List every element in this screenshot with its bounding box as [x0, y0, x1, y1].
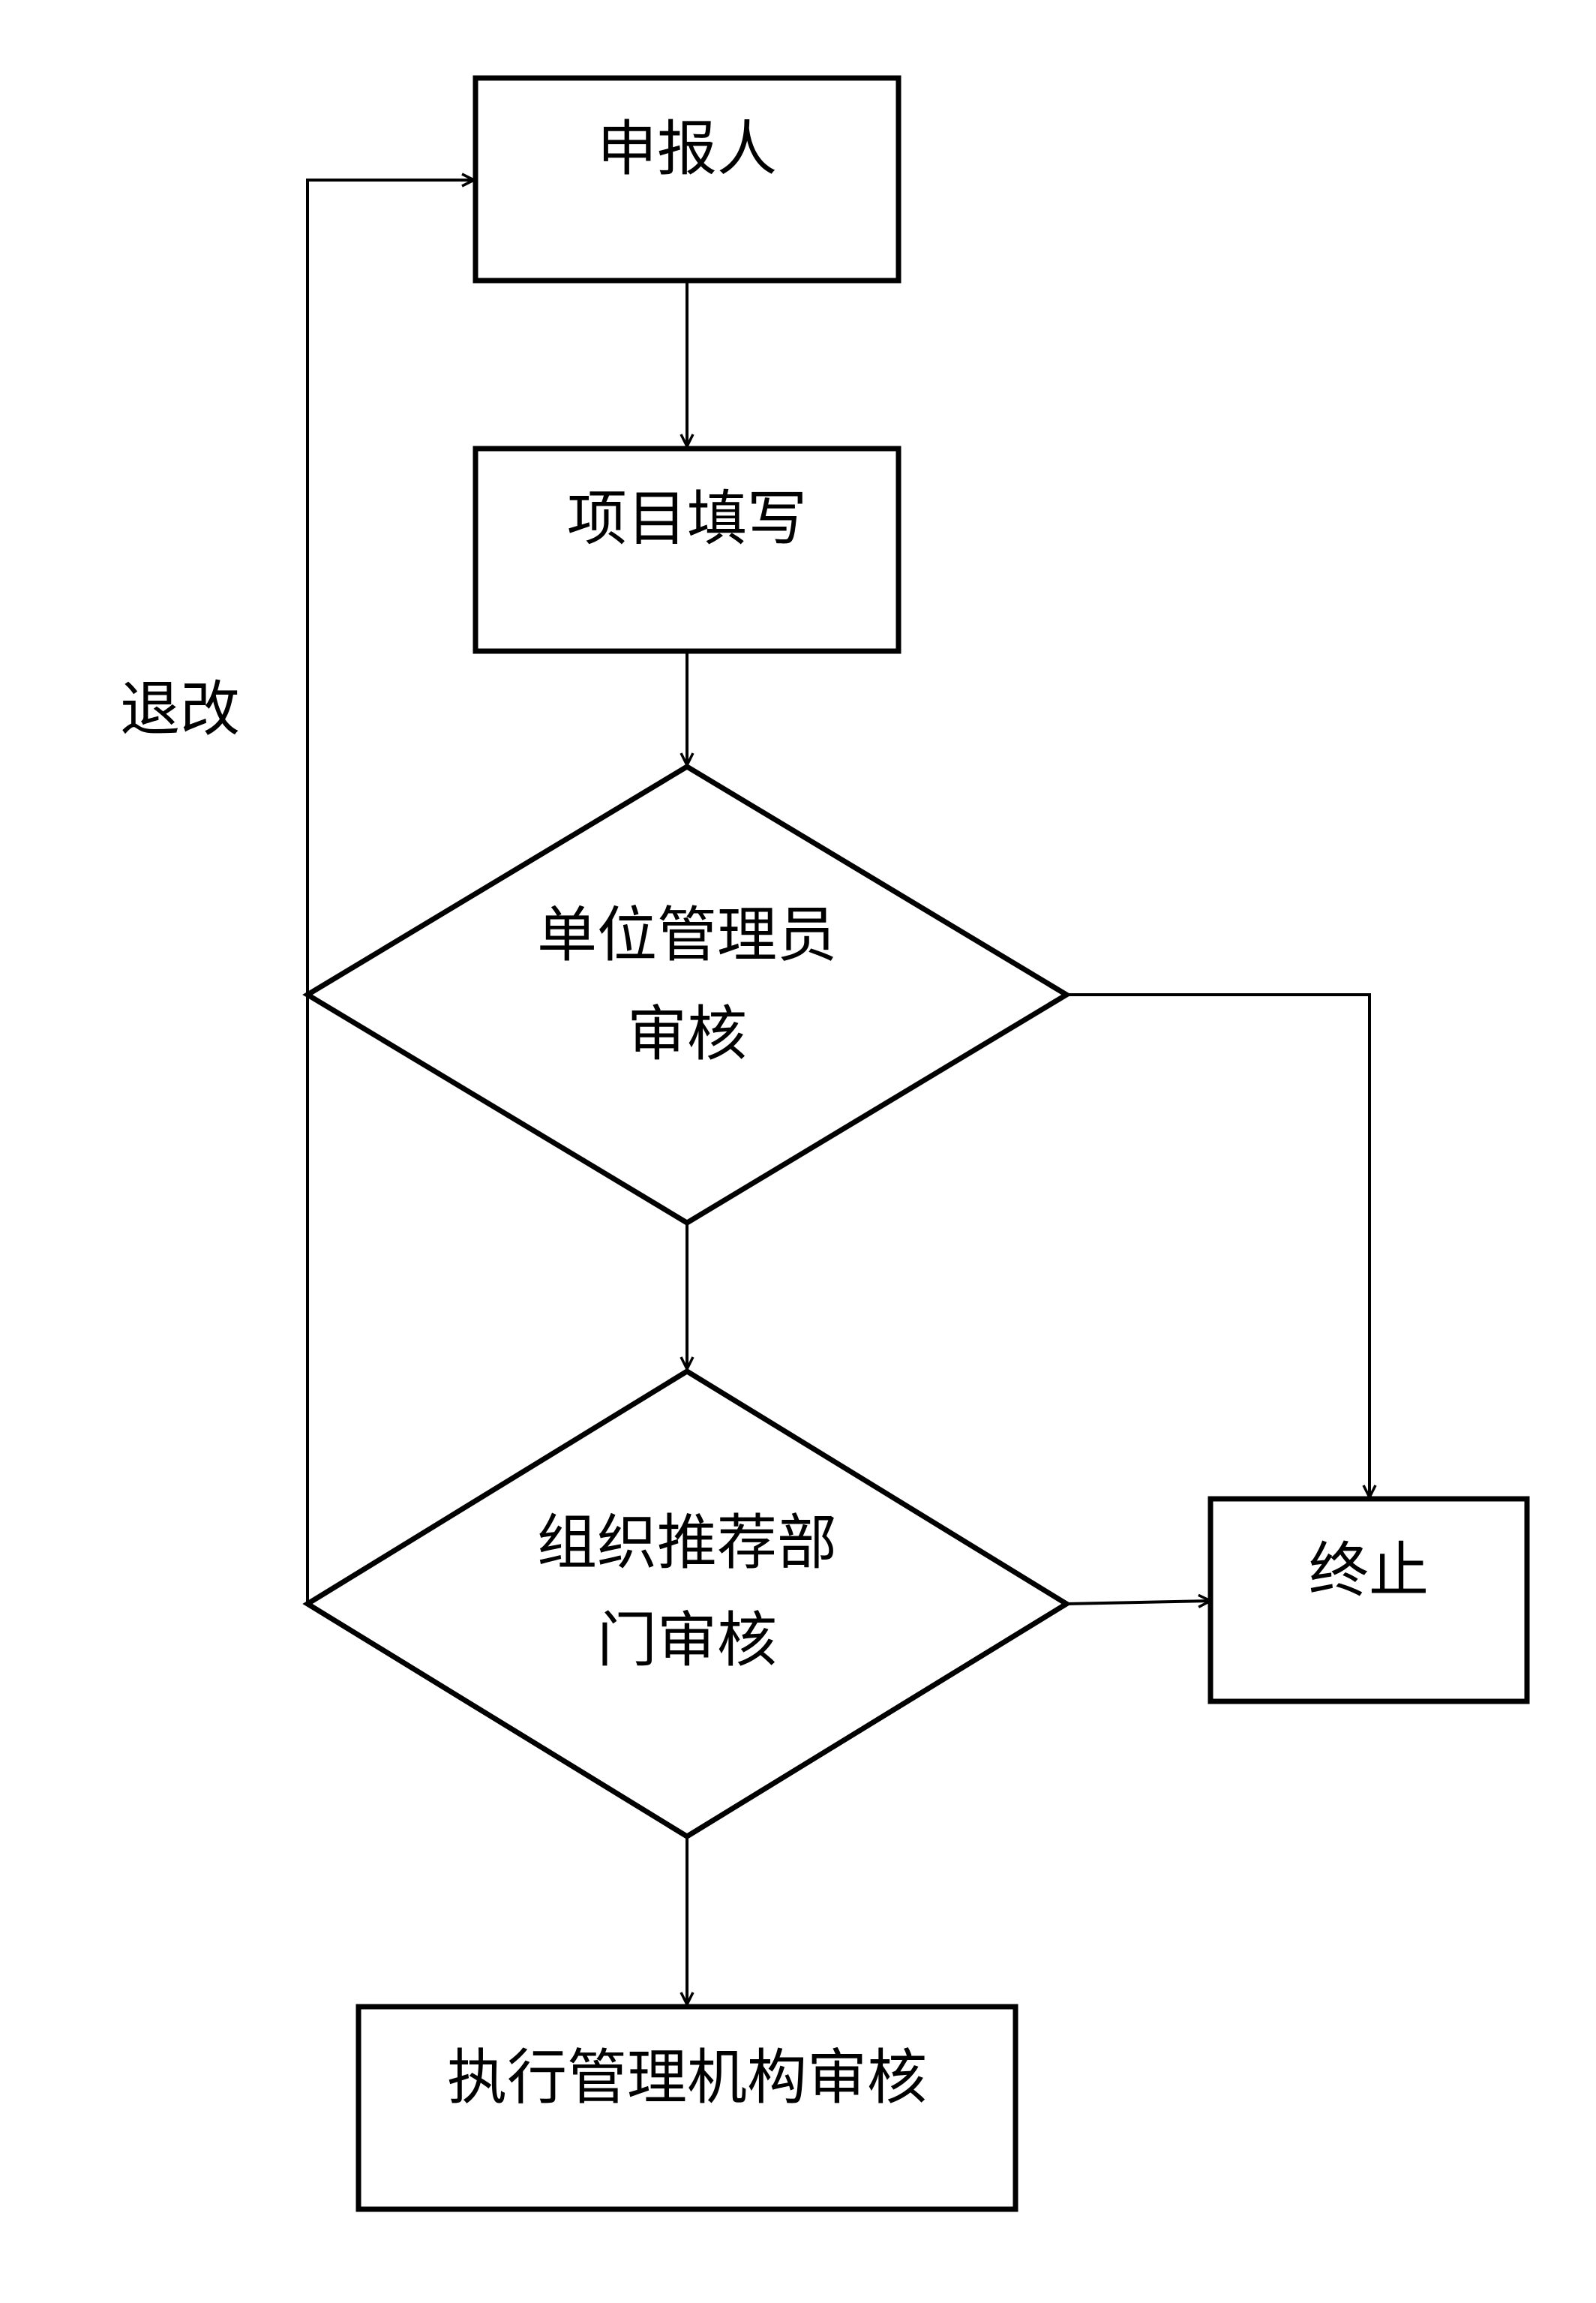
node-applicant	[472, 75, 902, 284]
edge-return-to-applicant	[306, 180, 474, 1604]
edge-unit-admin-review-to-terminate	[1066, 993, 1370, 1497]
node-terminate-label: 终止	[1309, 1536, 1429, 1605]
node-exec-agency-review-label: 执行管理机构审核	[447, 2043, 927, 2112]
edge-org-dept-review-to-terminate	[1066, 1601, 1210, 1604]
node-org-dept-review	[302, 1368, 1072, 1840]
node-project-fill-label: 项目填写	[567, 484, 807, 554]
edge-return-label: 退改	[120, 674, 240, 744]
node-project-fill	[472, 446, 902, 654]
node-applicant-label: 申报人	[597, 114, 777, 184]
node-unit-admin-review-line1: 单位管理员	[537, 900, 837, 970]
node-unit-admin-review-line2: 审核	[627, 999, 747, 1069]
node-terminate	[1208, 1496, 1530, 1704]
node-exec-agency-review	[356, 2004, 1018, 2212]
node-org-dept-review-line1: 组织推荐部	[537, 1508, 837, 1578]
node-org-dept-review-line2: 门审核	[597, 1605, 777, 1675]
node-unit-admin-review	[302, 763, 1072, 1227]
